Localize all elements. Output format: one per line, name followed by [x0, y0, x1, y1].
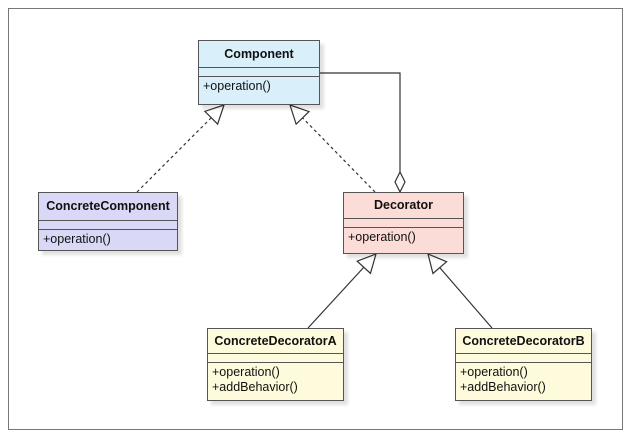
operations-section: +operation() +addBehavior(): [456, 363, 591, 397]
operation: +addBehavior(): [212, 380, 298, 394]
attributes-section: [344, 219, 463, 228]
operations-section: +operation(): [199, 77, 319, 96]
generalization-decorator-a-line: [307, 266, 365, 329]
realization-concrete-component-arrowhead-icon: [203, 104, 225, 126]
operation: +operation(): [460, 365, 528, 379]
attributes-section: [199, 68, 319, 77]
class-concrete-decorator-b[interactable]: ConcreteDecoratorB +operation() +addBeha…: [455, 328, 592, 401]
class-name: ConcreteComponent: [39, 193, 177, 221]
attributes-section: [456, 354, 591, 363]
operations-section: +operation() +addBehavior(): [208, 363, 343, 397]
generalization-decorator-b-line: [439, 267, 493, 329]
attributes-section: [208, 354, 343, 363]
operation: +operation(): [348, 230, 416, 244]
generalization-decorator-b-arrowhead-icon: [427, 252, 448, 275]
class-name: ConcreteDecoratorB: [456, 329, 591, 354]
diagram-frame: [8, 8, 623, 430]
aggregation-diamond-icon: [394, 170, 406, 194]
class-concrete-component[interactable]: ConcreteComponent +operation(): [38, 192, 178, 251]
class-name: ConcreteDecoratorA: [208, 329, 343, 354]
class-name: Decorator: [344, 193, 463, 219]
class-decorator[interactable]: Decorator +operation(): [343, 192, 464, 254]
class-name: Component: [199, 41, 319, 68]
attributes-section: [39, 221, 177, 230]
realization-concrete-component-line: [136, 117, 212, 193]
operation: +operation(): [212, 365, 280, 379]
aggregation-line: [320, 72, 401, 172]
generalization-decorator-a-arrowhead-icon: [356, 253, 377, 275]
operation: +operation(): [203, 79, 271, 93]
operations-section: +operation(): [39, 230, 177, 249]
operation: +operation(): [43, 232, 111, 246]
operations-section: +operation(): [344, 228, 463, 247]
class-concrete-decorator-a[interactable]: ConcreteDecoratorA +operation() +addBeha…: [207, 328, 344, 401]
realization-decorator-arrowhead-icon: [289, 104, 311, 126]
operation: +addBehavior(): [460, 380, 546, 394]
class-component[interactable]: Component +operation(): [198, 40, 320, 105]
realization-decorator-line: [302, 117, 376, 193]
